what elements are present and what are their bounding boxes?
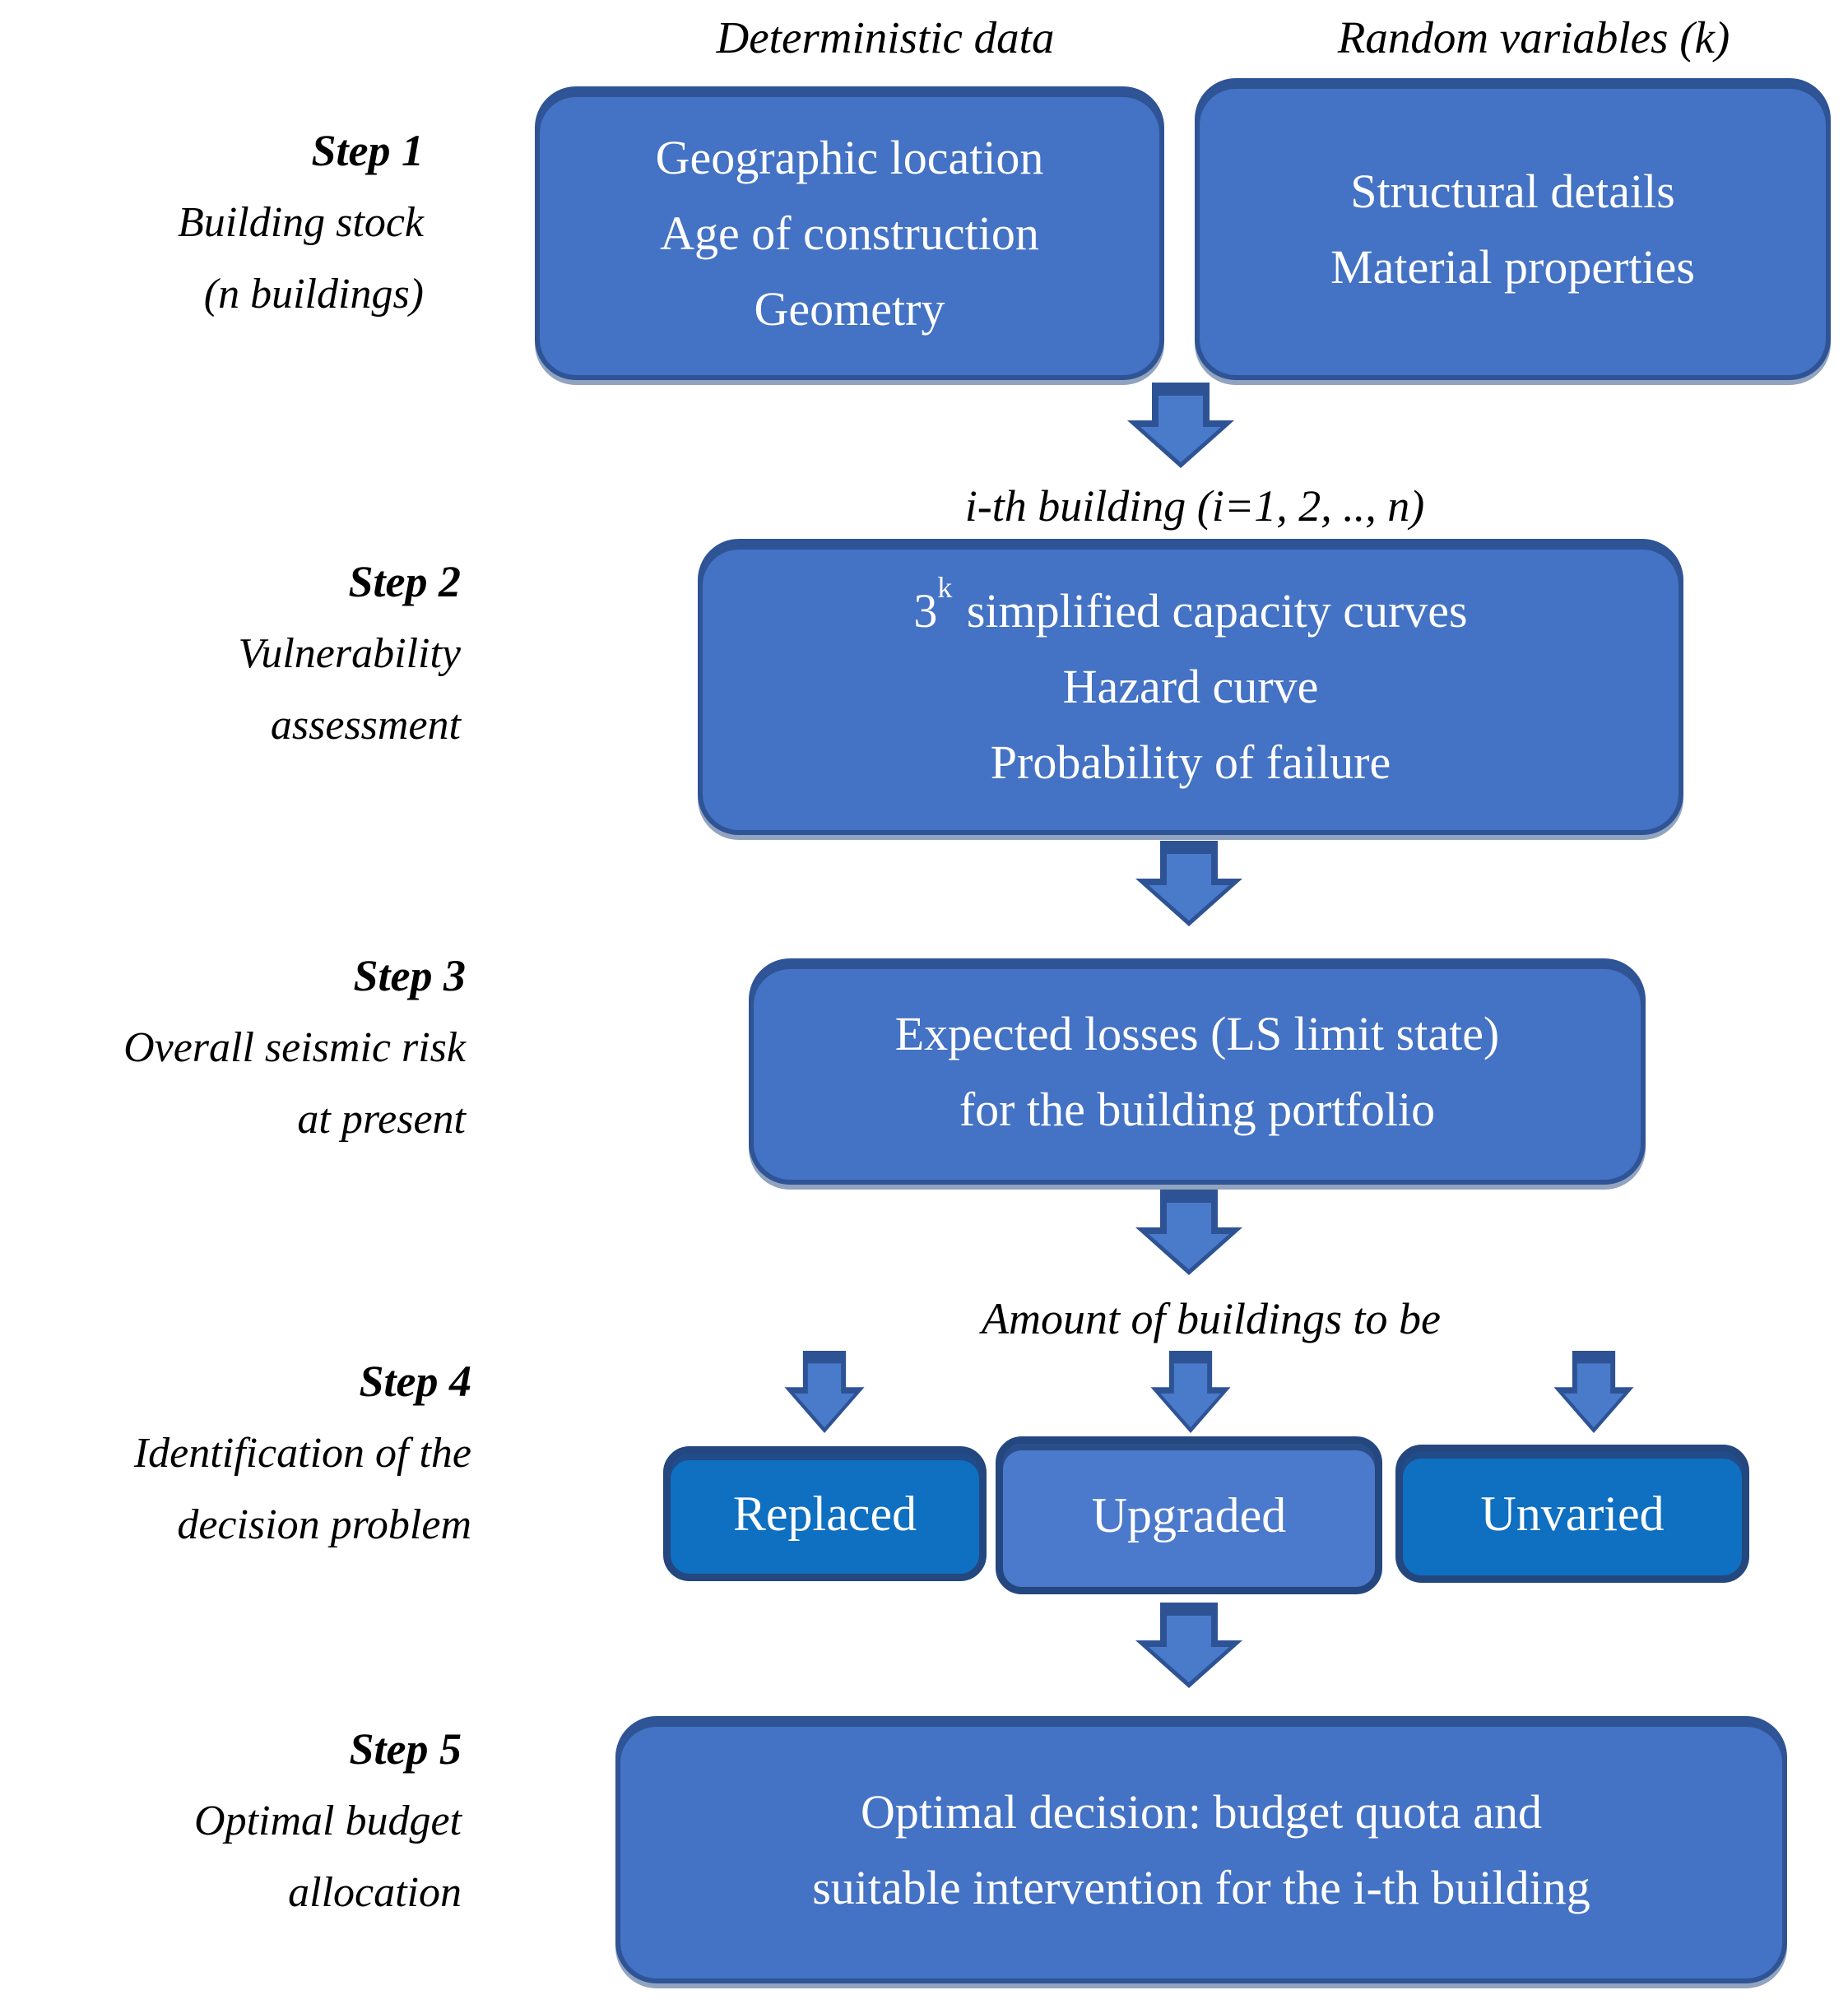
box-expected-losses-line2: for the building portfolio (959, 1082, 1436, 1136)
box-vulnerability-assessment: 3k simplified capacity curves Hazard cur… (698, 539, 1683, 835)
column-header-deterministic-data: Deterministic data (716, 12, 1055, 63)
step1-subtitle-line1: Building stock (178, 199, 424, 246)
box-expected-losses: Expected losses (LS limit state) for the… (749, 958, 1646, 1185)
step3-subtitle-line1: Overall seismic risk (123, 1024, 466, 1071)
box-vulnerability-line1: 3k simplified capacity curves (913, 573, 1467, 649)
step5-subtitle-line1: Optimal budget (194, 1798, 462, 1844)
box-optimal-decision-line1: Optimal decision: budget quota and (861, 1784, 1542, 1839)
step5-label: Step 5 Optimal budget allocation (194, 1714, 462, 1928)
box-optimal-decision: Optimal decision: budget quota and suita… (615, 1716, 1787, 1983)
step4-subtitle-line2: decision problem (177, 1501, 471, 1548)
ith-building-label: i-th building (i=1, 2, .., n) (964, 481, 1425, 531)
box-vulnerability-line2: Hazard curve (1062, 660, 1319, 713)
step2-label: Step 2 Vulnerability assessment (238, 546, 461, 761)
box-unvaried: Unvaried (1395, 1445, 1749, 1583)
down-arrow-small-icon (1548, 1351, 1640, 1433)
box-replaced: Replaced (663, 1446, 987, 1581)
step1-label: Step 1 Building stock (n buildings) (178, 115, 424, 330)
box-deterministic-line2: Age of construction (660, 206, 1039, 260)
amount-buildings-label: Amount of buildings to be (982, 1294, 1441, 1343)
step2-subtitle-line1: Vulnerability (238, 630, 461, 677)
step2-title: Step 2 (348, 557, 461, 606)
step3-title: Step 3 (353, 951, 466, 1000)
box-deterministic-data: Geographic location Age of construction … (535, 86, 1164, 380)
step4-title: Step 4 (359, 1357, 471, 1406)
step5-title: Step 5 (349, 1724, 462, 1774)
down-arrow-small-icon (778, 1351, 871, 1433)
step2-subtitle-line2: assessment (270, 702, 461, 749)
step1-title: Step 1 (311, 126, 424, 175)
down-arrow-icon (1127, 1603, 1251, 1688)
box-random-line2: Material properties (1330, 239, 1695, 294)
capacity-curves-rest: simplified capacity curves (954, 584, 1468, 638)
box-deterministic-line1: Geographic location (655, 130, 1044, 184)
box-optimal-decision-line2: suitable intervention for the i-th build… (812, 1860, 1590, 1914)
box-random-variables: Structural details Material properties (1195, 78, 1831, 380)
step1-subtitle-line2: (n buildings) (203, 271, 424, 318)
box-vulnerability-line3: Probability of failure (990, 735, 1391, 789)
step4-subtitle-line1: Identification of the (133, 1430, 471, 1477)
down-arrow-icon (1127, 841, 1251, 926)
box-upgraded: Upgraded (996, 1436, 1382, 1594)
column-header-random-variables: Random variables (k) (1337, 12, 1730, 63)
capacity-curves-exponent: k (937, 570, 953, 604)
down-arrow-small-icon (1145, 1351, 1237, 1433)
step5-subtitle-line2: allocation (288, 1869, 462, 1916)
down-arrow-icon (1119, 383, 1242, 468)
down-arrow-icon (1127, 1190, 1251, 1275)
step3-subtitle-line2: at present (297, 1096, 466, 1143)
box-deterministic-line3: Geometry (754, 281, 945, 336)
box-random-line1: Structural details (1350, 164, 1675, 218)
step3-label: Step 3 Overall seismic risk at present (123, 940, 466, 1155)
box-expected-losses-line1: Expected losses (LS limit state) (894, 1006, 1500, 1060)
step4-label: Step 4 Identification of the decision pr… (134, 1346, 471, 1561)
capacity-curves-base: 3 (913, 584, 938, 638)
